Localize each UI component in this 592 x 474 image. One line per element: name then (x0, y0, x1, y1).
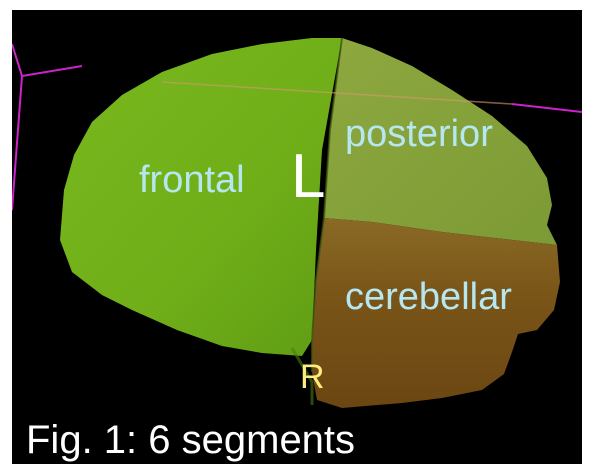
cerebellar-label: cerebellar (345, 278, 512, 316)
bounding-line-right (512, 104, 582, 112)
frontal-label: frontal (139, 161, 245, 199)
left-orientation-marker: L (291, 146, 325, 208)
rendering-viewport: frontal posterior cerebellar L R Fig. 1:… (12, 10, 582, 464)
posterior-label: posterior (345, 115, 493, 153)
bounding-line-left (12, 44, 82, 76)
brain-rendering (12, 10, 582, 464)
figure-caption: Fig. 1: 6 segments (26, 420, 355, 460)
right-orientation-marker: R (300, 360, 325, 394)
bounding-line-left-vertical (12, 76, 22, 210)
